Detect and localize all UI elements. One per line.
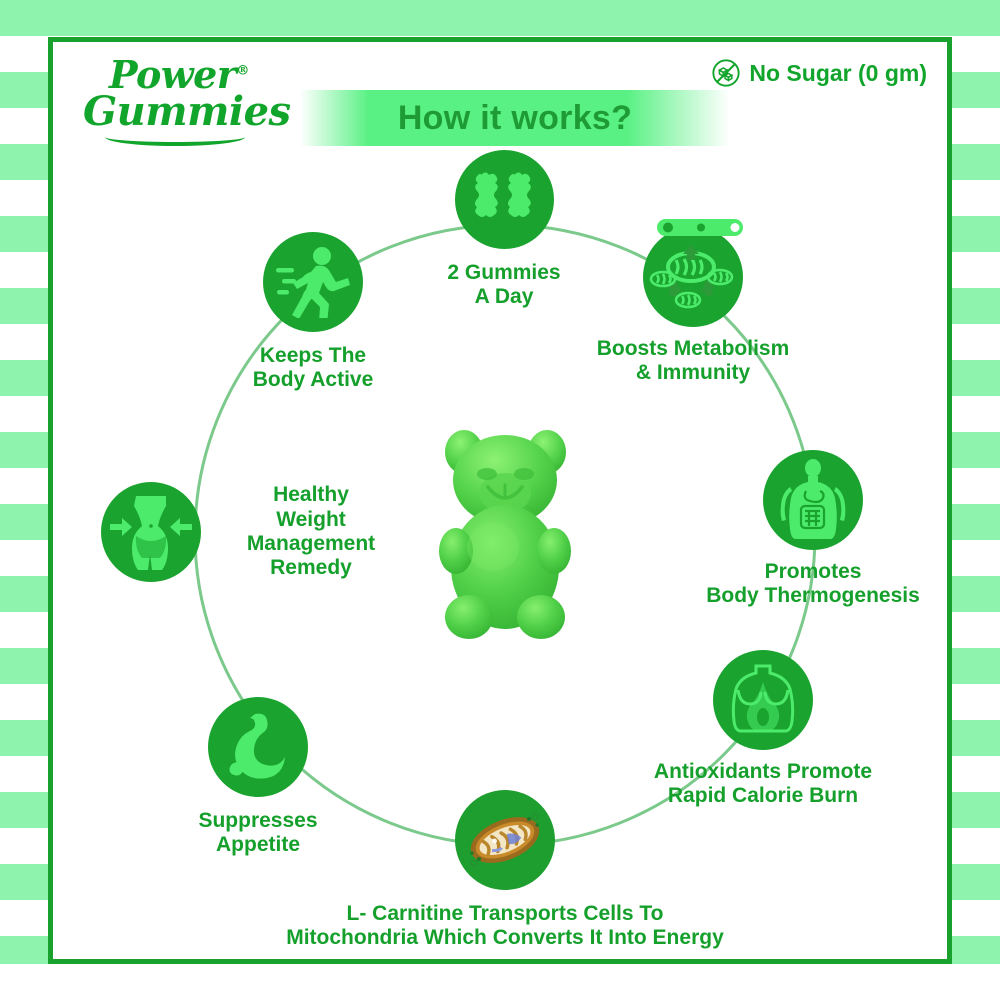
step-l-carnitine-transports-cells[interactable]: L- Carnitine Transports Cells To Mitocho… [205, 790, 805, 951]
infographic-card: Power® Gummies No Sugar (0 gm) How it wo… [48, 37, 952, 964]
center-gummy-bear-image [439, 430, 571, 639]
stomach-icon [208, 697, 308, 797]
step-label: Healthy Weight Management Remedy [246, 483, 376, 580]
two-gummy-bears-icon [454, 150, 554, 249]
step-label: Boosts Metabolism & Immunity [596, 337, 790, 385]
digestive-system-icon [763, 450, 863, 550]
logo-line-gummies: Gummies [83, 88, 291, 135]
no-sugar-label: No Sugar (0 gm) [749, 59, 927, 86]
registered-trademark-icon: ® [236, 63, 249, 79]
mitochondria-metabolism-icon [643, 219, 743, 327]
step-promotes-body-thermogenesis[interactable]: Promotes Body Thermogenesis [678, 450, 947, 609]
title-band: How it works? [300, 90, 730, 146]
step-label: 2 Gummies A Day [447, 261, 561, 309]
no-sugar-badge: No Sugar (0 gm) [711, 58, 927, 88]
step-label: Promotes Body Thermogenesis [706, 560, 920, 608]
logo-line-power: Power® [109, 52, 249, 97]
slim-waist-arrows-icon [101, 482, 201, 582]
page-title: How it works? [397, 98, 633, 137]
step-suppresses-appetite[interactable]: Suppresses Appetite [138, 697, 378, 858]
step-healthy-weight-management-remedy[interactable]: Healthy Weight Management Remedy [101, 482, 411, 582]
step-keeps-the-body-active[interactable]: Keeps The Body Active [183, 232, 443, 393]
top-mint-band [0, 0, 1000, 36]
torso-flame-icon [713, 650, 813, 750]
step-label: Suppresses Appetite [198, 809, 318, 857]
no-sugar-cubes-icon [712, 59, 740, 87]
bottom-white-band [0, 964, 1000, 1000]
mitochondrion-color-icon [455, 790, 555, 890]
brand-logo: Power® Gummies [83, 52, 291, 152]
step-boosts-metabolism-immunity[interactable]: Boosts Metabolism & Immunity [553, 219, 833, 386]
step-label: L- Carnitine Transports Cells To Mitocho… [286, 902, 724, 950]
step-label: Antioxidants Promote Rapid Calorie Burn [653, 760, 873, 808]
logo-swoosh-underline [105, 128, 245, 146]
step-label: Keeps The Body Active [252, 344, 374, 392]
running-person-icon [263, 232, 363, 332]
step-antioxidants-rapid-calorie-burn[interactable]: Antioxidants Promote Rapid Calorie Burn [608, 650, 918, 809]
step-two-gummies-a-day[interactable]: 2 Gummies A Day [384, 150, 624, 310]
